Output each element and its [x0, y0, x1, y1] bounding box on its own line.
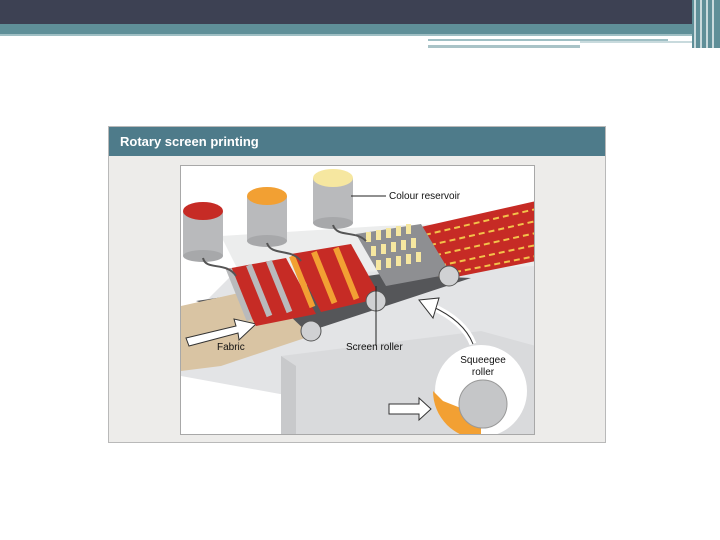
feed-hoses: [202, 224, 367, 277]
machine-drawing: Colour reservoir Fabric Screen roller Sq…: [181, 169, 534, 434]
decorative-line: [580, 41, 700, 43]
squeegee-direction-arrow: [388, 396, 432, 422]
squeegee-roller-label-line1: Squeegee: [460, 355, 506, 366]
fabric-direction-arrow: [185, 318, 258, 347]
slide-accent-line: [0, 34, 720, 36]
screen-roller-orange: [289, 244, 387, 312]
colour-reservoir-label: Colour reservoir: [389, 191, 461, 202]
screen-roller-red: [226, 258, 322, 342]
slide-title-bar: [0, 0, 720, 24]
pointer-arrow-head: [418, 297, 440, 320]
figure-panel: Rotary screen printing: [108, 126, 606, 443]
squeegee-detail-magnifier: [388, 341, 531, 434]
rotary-screen-printing-illustration: Colour reservoir Fabric Screen roller Sq…: [180, 165, 535, 435]
decorative-line: [428, 45, 580, 48]
colour-reservoir-orange: [247, 187, 287, 247]
fabric-label: Fabric: [217, 342, 245, 353]
colour-reservoir-red: [183, 202, 223, 262]
squeegee-roller-label-line2: roller: [472, 367, 495, 378]
decorative-line: [428, 39, 668, 41]
figure-title: Rotary screen printing: [109, 127, 605, 156]
screen-roller-label: Screen roller: [346, 342, 403, 353]
colour-reservoir-yellow: [313, 169, 353, 229]
slide-accent-band: [0, 24, 720, 34]
corner-stripes-decoration: [692, 0, 720, 48]
screen-roller-yellow: [356, 224, 460, 287]
